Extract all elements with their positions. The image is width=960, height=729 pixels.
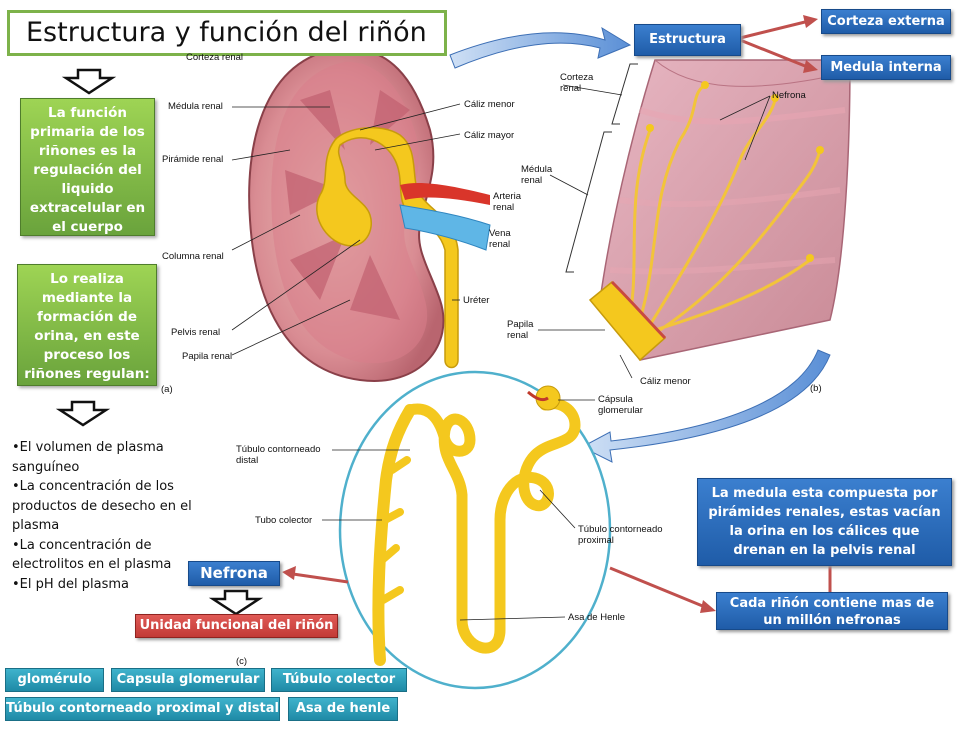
nefronas-count-text: Cada riñón contiene mas de un millón nef… <box>729 596 935 628</box>
down-arrow-icon-2 <box>55 400 111 427</box>
label-tubo-colector: Tubo colector <box>255 515 313 526</box>
kidney-illustration <box>248 46 491 382</box>
nefrona-box: Nefrona <box>188 561 280 586</box>
function-text: La función primaria de los riñones es la… <box>29 105 146 235</box>
page-title: Estructura y función del riñón <box>7 10 447 56</box>
label-pelvis-renal: Pelvis renal <box>171 327 221 338</box>
nephron-illustration <box>338 370 612 690</box>
list-item: •El volumen de plasma sanguíneo <box>12 440 164 475</box>
label-corteza-renal-b: Corteza renal <box>560 72 594 94</box>
list-item: •La concentración de electrolitos en el … <box>12 537 172 573</box>
label-fig-c: (c) <box>236 656 248 667</box>
label-medula-renal-b: Médula renal <box>521 164 553 186</box>
label-papila-renal: Papila renal <box>182 351 233 362</box>
tag-tubulo-contorneado: Túbulo contorneado proximal y distal <box>5 697 280 721</box>
medula-description-text: La medula esta compuesta por pirámides r… <box>708 486 941 558</box>
label-asa-henle: Asa de Henle <box>568 612 626 623</box>
label-caliz-mayor: Cáliz mayor <box>464 130 515 141</box>
corteza-box: Corteza externa <box>821 9 951 34</box>
down-arrow-icon <box>61 68 117 95</box>
red-connectors <box>292 20 832 609</box>
label-medula-renal: Médula renal <box>168 101 223 112</box>
red-arrowheads <box>282 15 818 613</box>
label-vena-renal: Vena renal <box>489 228 511 250</box>
label-capsula-glomerular: Cápsula glomerular <box>598 394 643 416</box>
list-item: •La concentración de los productos de de… <box>12 479 192 533</box>
curved-arrow-top <box>449 26 632 69</box>
regulated-list: •El volumen de plasma sanguíneo •La conc… <box>12 438 202 594</box>
list-item: •El pH del plasma <box>12 576 130 592</box>
label-caliz-menor: Cáliz menor <box>464 99 515 110</box>
label-caliz-menor-b: Cáliz menor <box>640 376 691 387</box>
tag-asa-henle: Asa de henle <box>288 697 398 721</box>
label-corteza-renal: Corteza renal <box>186 52 244 63</box>
nefronas-count-box: Cada riñón contiene mas de un millón nef… <box>716 592 948 630</box>
tag-tubulo-colector: Túbulo colector <box>271 668 407 692</box>
process-box: Lo realiza mediante la formación de orin… <box>17 264 157 386</box>
label-tubulo-distal: Túbulo contorneado distal <box>236 444 321 466</box>
label-papila-renal-b: Papila renal <box>507 319 534 341</box>
process-text: Lo realiza mediante la formación de orin… <box>24 271 150 382</box>
label-piramide-renal: Pirámide renal <box>162 154 224 165</box>
label-tubulo-proximal: Túbulo contorneado proximal <box>578 524 663 546</box>
tag-glomerulo: glomérulo <box>5 668 104 692</box>
tag-capsula: Capsula glomerular <box>111 668 265 692</box>
medula-box: Medula interna <box>821 55 951 80</box>
renal-pyramid-illustration <box>565 59 851 362</box>
leader-lines <box>231 84 771 621</box>
unidad-funcional-box: Unidad funcional del riñón <box>135 614 338 638</box>
label-arteria-renal: Arteria renal <box>493 191 521 213</box>
label-fig-a: (a) <box>161 384 173 395</box>
function-box: La función primaria de los riñones es la… <box>20 98 155 236</box>
label-nefrona-b: Nefrona <box>772 90 806 101</box>
label-fig-b: (b) <box>810 383 822 394</box>
label-ureter: Uréter <box>463 295 490 306</box>
down-arrow-icon-3 <box>208 589 264 616</box>
medula-description-box: La medula esta compuesta por pirámides r… <box>697 478 952 566</box>
estructura-box: Estructura <box>634 24 741 56</box>
label-columna-renal: Columna renal <box>162 251 224 262</box>
